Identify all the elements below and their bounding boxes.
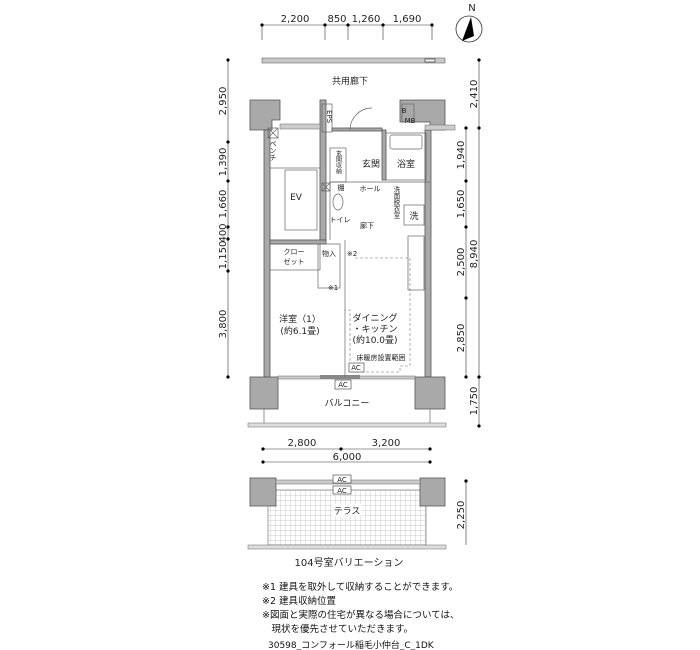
mark-2: ※2	[347, 250, 357, 258]
dim-right-outer-3: 1,750	[469, 387, 480, 416]
ev-label: EV	[290, 193, 303, 203]
dim-right-outer-1: 2,410	[469, 80, 480, 109]
ac-terrace-label-2: AC	[337, 487, 347, 495]
dim-top-4: 1,690	[393, 14, 422, 25]
top-dimensions: 2,200 850 1,260 1,690	[260, 14, 434, 40]
dim-left-6: 3,800	[218, 310, 229, 339]
toilet-label: トイレ	[330, 216, 351, 224]
dim-left-3: 1,660	[218, 190, 229, 219]
dining-size: (約10.0畳)	[352, 334, 397, 346]
compass-label: N	[468, 3, 475, 14]
right-dimensions: 2,410 8,940 1,750 1,940 1,650 2,500 2,85…	[456, 58, 481, 545]
dim-right-inner-1: 1,940	[456, 141, 467, 170]
balcony-rail	[247, 409, 447, 428]
dim-right-outer-2: 8,940	[469, 240, 480, 269]
dim-left-4: 400	[218, 223, 229, 242]
mark-1: ※1	[328, 284, 338, 292]
note-4: 現状を優先させていただきます。	[262, 623, 413, 635]
room-labels: B MB EPS ベンチ EV 玄関収納 玄関 浴室 棚 ホール 洗面脱衣室 洗…	[269, 107, 419, 409]
note-1: ※1 建具を取外して収納することができます。	[262, 581, 458, 593]
ac-outer-label: AC	[338, 381, 348, 389]
dim-right-inner-4: 2,850	[456, 324, 467, 353]
variation-title: 104号室バリエーション	[295, 556, 404, 569]
note-2: ※2 建具収納位置	[262, 595, 336, 607]
bench-label: ベンチ	[269, 140, 277, 161]
bottom-dimensions: 2,800 3,200 6,000	[261, 438, 432, 464]
terrace: AC AC テラス	[247, 474, 447, 550]
dining-label-2: ・キッチン	[352, 324, 397, 335]
dim-right-inner-3: 2,500	[456, 248, 467, 277]
north-compass-icon: N	[455, 3, 483, 43]
dim-terrace: 2,250	[456, 501, 467, 530]
dim-total-width: 6,000	[333, 452, 362, 463]
dining-label-1: ダイニング	[352, 312, 397, 324]
interior-lines	[267, 103, 456, 377]
footer-label: 30598_コンフォール稲毛小仲台_C_1DK	[268, 639, 435, 650]
mb-b-label: B	[402, 107, 407, 115]
mb-label: MB	[405, 117, 416, 125]
dim-right-inner-2: 1,650	[456, 190, 467, 219]
ac-inner-label: AC	[351, 364, 361, 372]
entrance-label: 玄関	[362, 158, 380, 170]
storage-label: 物入	[322, 249, 336, 258]
hallway-label: 廊下	[360, 221, 374, 230]
eps-label: EPS	[325, 110, 333, 124]
terrace-label: テラス	[334, 506, 361, 517]
common-corridor-label: 共用廊下	[332, 75, 368, 87]
washer-label: 洗	[409, 210, 418, 222]
corridor-wall	[261, 57, 446, 64]
dim-top-1: 2,200	[281, 14, 310, 25]
washroom-label: 洗面脱衣室	[392, 185, 400, 219]
dim-bottom-2: 3,200	[372, 438, 401, 449]
entry-storage-label: 玄関収納	[335, 149, 342, 175]
floor-heating-label: 床暖房設置範囲	[357, 353, 406, 362]
closet-label-1: クロー	[284, 248, 305, 256]
left-dimensions: 2,950 1,390 1,660 400 1,150 3,800	[218, 58, 230, 379]
dim-left-2: 1,390	[218, 148, 229, 177]
balcony-label: バルコニー	[325, 398, 370, 409]
dim-left-5: 1,150	[218, 241, 229, 270]
dim-top-3: 1,260	[352, 14, 381, 25]
dim-bottom-1: 2,800	[288, 438, 317, 449]
western-room-size: (約6.1畳)	[280, 325, 319, 337]
western-room-label: 洋室（1）	[279, 313, 321, 325]
dim-left-1: 2,950	[218, 87, 229, 116]
dim-top-2: 850	[327, 14, 346, 25]
bath-label: 浴室	[397, 158, 415, 170]
hall-label: ホール	[360, 185, 381, 193]
closet-label-2: ゼット	[284, 257, 305, 266]
shelf-label: 棚	[338, 183, 345, 192]
ac-terrace-label-1: AC	[337, 476, 347, 484]
note-3: ※図面と実際の住宅が異なる場合については、	[262, 609, 460, 621]
